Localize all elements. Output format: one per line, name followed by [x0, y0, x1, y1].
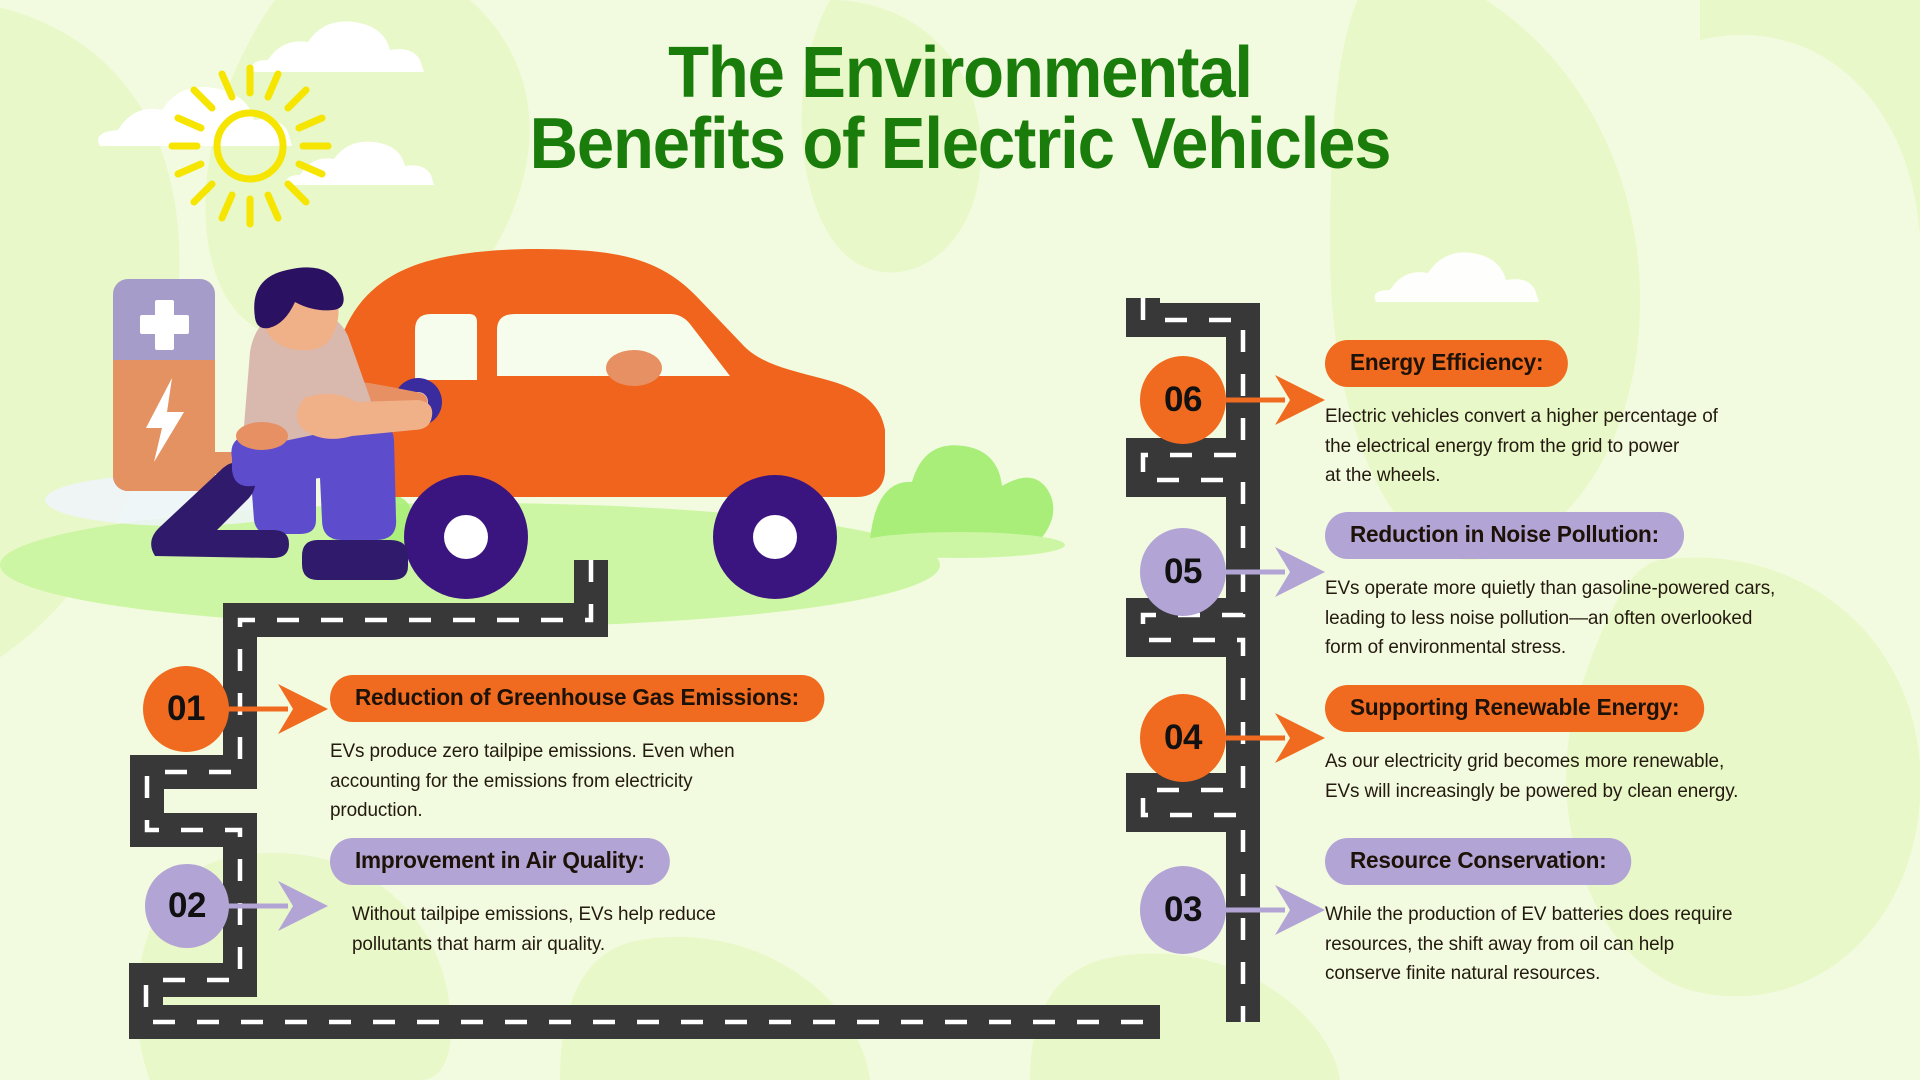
item-02: Improvement in Air Quality: Without tail…: [330, 838, 890, 959]
marker-03[interactable]: 03: [1140, 866, 1226, 954]
marker-01-label: 01: [167, 689, 205, 728]
marker-06-label: 06: [1164, 380, 1202, 419]
marker-03-label: 03: [1164, 890, 1202, 929]
marker-01[interactable]: 01: [143, 666, 229, 752]
item-01-heading: Reduction of Greenhouse Gas Emissions:: [330, 675, 824, 722]
right-road: [1126, 298, 1260, 1022]
plus-symbol: [140, 300, 189, 350]
electric-car: [333, 248, 885, 497]
marker-04-label: 04: [1164, 718, 1202, 757]
item-02-body: Without tailpipe emissions, EVs help red…: [352, 903, 716, 955]
item-04-body: As our electricity grid becomes more ren…: [1325, 750, 1739, 802]
marker-05[interactable]: 05: [1140, 528, 1226, 616]
marker-02[interactable]: 02: [145, 864, 229, 948]
item-03-body: While the production of EV batteries doe…: [1325, 903, 1733, 985]
marker-06[interactable]: 06: [1140, 356, 1226, 444]
item-03: Resource Conservation: While the product…: [1325, 838, 1920, 989]
person-charging-car: [151, 267, 433, 580]
item-06: Energy Efficiency: Electric vehicles con…: [1325, 340, 1920, 491]
item-06-body: Electric vehicles convert a higher perce…: [1325, 405, 1718, 487]
lightning-bolt-symbol: [146, 378, 184, 462]
marker-05-label: 05: [1164, 552, 1202, 591]
item-01-body: EVs produce zero tailpipe emissions. Eve…: [330, 740, 735, 822]
item-05: Reduction in Noise Pollution: EVs operat…: [1325, 512, 1920, 663]
item-04-heading: Supporting Renewable Energy:: [1325, 685, 1705, 732]
left-road: [129, 560, 1160, 1039]
item-04: Supporting Renewable Energy: As our elec…: [1325, 685, 1920, 806]
sun-icon: [168, 64, 332, 228]
item-01: Reduction of Greenhouse Gas Emissions: E…: [330, 675, 890, 826]
marker-04[interactable]: 04: [1140, 694, 1226, 782]
charging-station: [113, 279, 249, 491]
item-05-heading: Reduction in Noise Pollution:: [1325, 512, 1684, 559]
cloud-shape: [98, 21, 1539, 302]
item-03-heading: Resource Conservation:: [1325, 838, 1632, 885]
car-wheel: [404, 475, 837, 599]
item-06-heading: Energy Efficiency:: [1325, 340, 1569, 387]
marker-02-label: 02: [168, 886, 206, 925]
item-05-body: EVs operate more quietly than gasoline-p…: [1325, 577, 1776, 659]
item-02-heading: Improvement in Air Quality:: [330, 838, 670, 885]
